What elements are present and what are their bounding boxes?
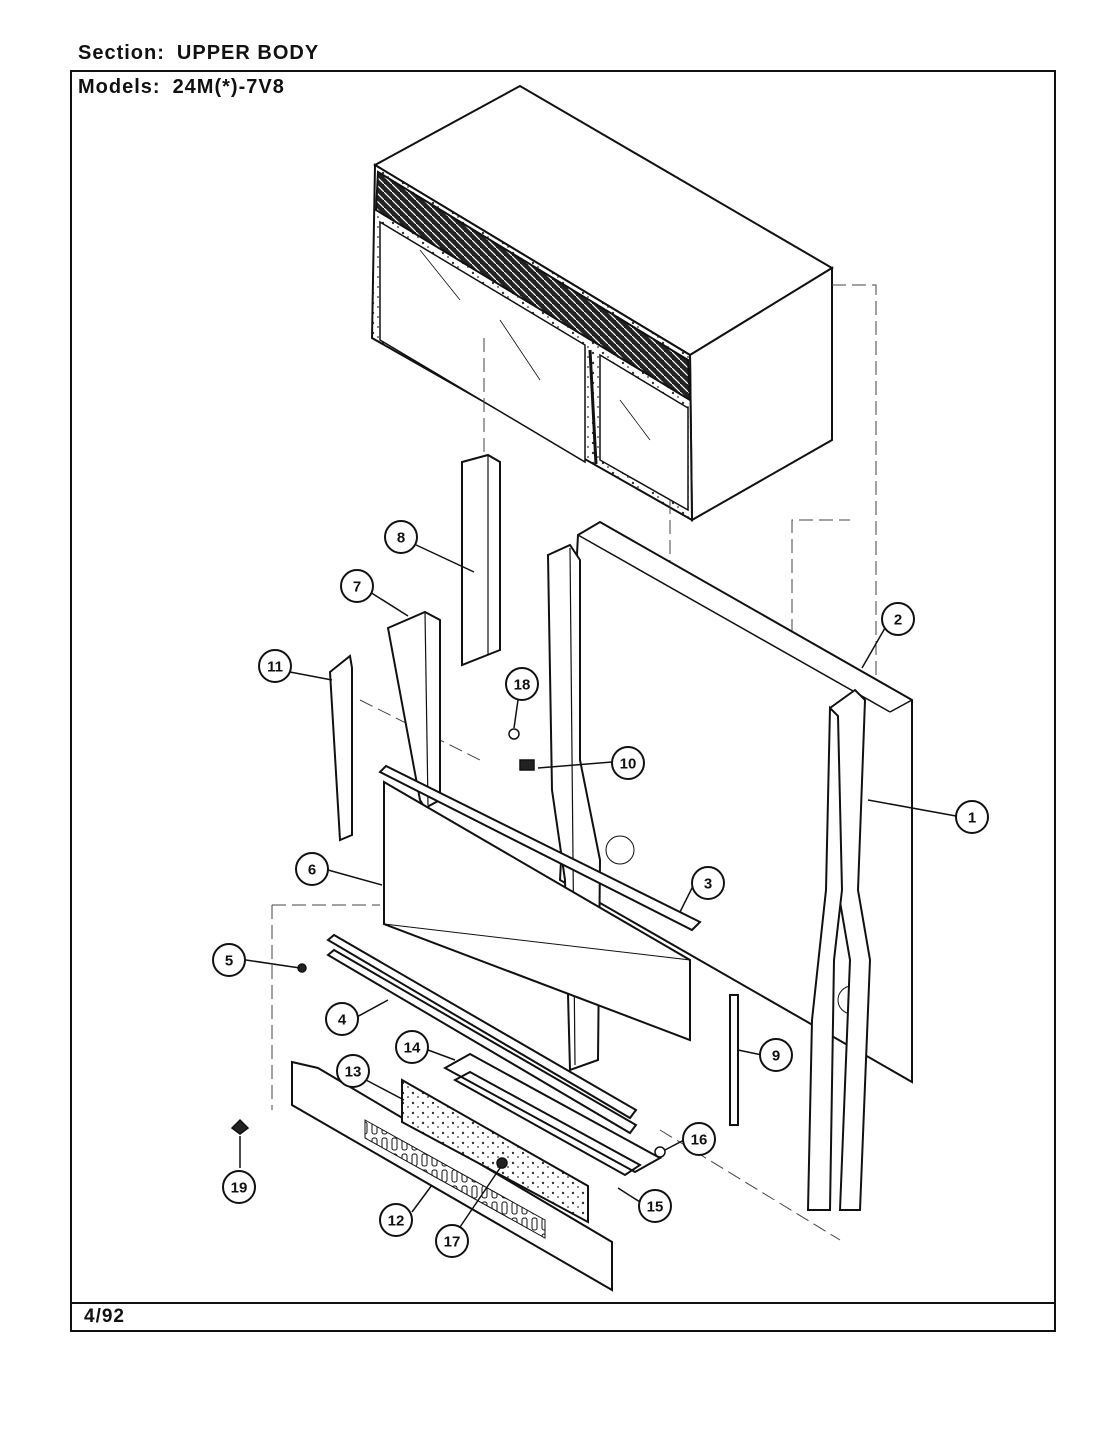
part-16-fitting [654,1146,666,1158]
callout-14: 14 [395,1030,429,1064]
callout-bubbles: 1 2 3 4 5 6 7 8 9 10 11 12 13 14 15 16 1… [212,520,989,1258]
svg-text:6: 6 [308,862,316,879]
callout-5: 5 [212,943,246,977]
callout-3: 3 [691,866,725,900]
part-13-control-panel [401,1078,589,1224]
ac-cabinet [370,84,834,522]
callout-9: 9 [759,1038,793,1072]
svg-text:4: 4 [338,1012,347,1029]
callout-16: 16 [682,1122,716,1156]
section-header: Section: UPPER BODY [78,42,319,65]
callout-2: 2 [881,602,915,636]
part-6-front-panel [383,780,691,1042]
part-18-knob [508,728,520,740]
callout-1: 1 [955,800,989,834]
svg-text:1: 1 [968,810,976,827]
part-10-clip [519,759,535,771]
part-4-lower-rail [326,933,638,1135]
svg-text:15: 15 [647,1199,664,1216]
part-17-fastener [496,1157,508,1169]
svg-text:18: 18 [514,677,531,694]
svg-text:2: 2 [894,612,902,629]
svg-text:16: 16 [691,1132,708,1149]
front-grille [374,170,692,402]
date-code: 4/92 [84,1306,125,1327]
callout-7: 7 [340,569,374,603]
svg-text:13: 13 [345,1064,362,1081]
models-header: Models: 24M(*)-7V8 [78,76,285,99]
leader-lines [239,543,957,1231]
svg-text:14: 14 [404,1040,421,1057]
callout-15: 15 [638,1189,672,1223]
callout-13: 13 [336,1054,370,1088]
diagram-frame [70,70,1056,1332]
footer-divider [70,1302,1056,1304]
part-9-vertical-strip [729,994,739,1126]
callout-12: 12 [379,1203,413,1237]
callout-8: 8 [384,520,418,554]
callout-4: 4 [325,1002,359,1036]
svg-text:7: 7 [353,579,361,596]
svg-text:5: 5 [225,953,233,970]
part-8-upper-bracket [461,453,501,667]
models-value: 24M(*)-7V8 [172,76,285,98]
svg-text:10: 10 [620,756,637,773]
part-1-right-rail [806,688,872,1211]
callout-11: 11 [258,649,292,683]
callout-18: 18 [505,667,539,701]
callout-10: 10 [611,746,645,780]
part-14-15-control-bracket [442,1052,663,1177]
models-label: Models: [78,76,161,98]
svg-text:3: 3 [704,876,712,893]
svg-text:11: 11 [267,659,283,676]
part-11-left-strip [328,654,353,842]
callout-17: 17 [435,1224,469,1258]
svg-text:17: 17 [444,1234,461,1251]
svg-text:8: 8 [397,530,405,547]
svg-text:12: 12 [388,1213,405,1230]
part-12-bottom-grille [291,1060,613,1292]
callout-19: 19 [222,1170,256,1204]
svg-text:9: 9 [772,1048,780,1065]
section-value: UPPER BODY [176,42,320,64]
part-3-cross-bar [378,764,702,932]
part-19-clip [230,1118,250,1135]
svg-text:19: 19 [231,1180,248,1197]
front-panel-left [379,220,586,464]
hardware-items [230,728,666,1169]
section-label: Section: [78,42,165,64]
callout-6: 6 [295,852,329,886]
